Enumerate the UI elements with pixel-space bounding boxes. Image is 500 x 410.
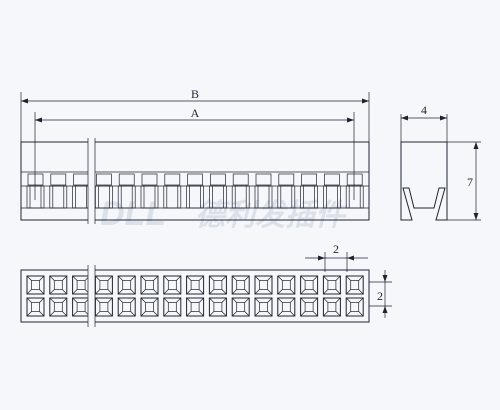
top-view-cell (186, 297, 205, 317)
top-view-cell (49, 275, 68, 295)
top-view-cell (186, 275, 205, 295)
dimension-a: A (34, 106, 355, 200)
front-view-slot (117, 173, 136, 209)
top-view: 2 2 (20, 242, 392, 327)
dimension-a-label: A (191, 106, 200, 120)
side-view: 4 7 (400, 103, 481, 221)
front-view-slot (209, 173, 227, 209)
front-view-slot (231, 173, 250, 209)
dimension-pitch-vertical-label: 2 (377, 289, 383, 303)
side-view-body (400, 141, 448, 221)
top-view-cell (140, 297, 159, 317)
top-view-cell (117, 275, 136, 295)
top-view-break-mark (87, 265, 96, 327)
top-view-cell (345, 275, 364, 295)
front-view-slot (345, 173, 364, 209)
dimension-b-label: B (191, 87, 199, 101)
front-view-slot (323, 173, 341, 209)
dimension-height-label: 7 (467, 175, 473, 189)
dimension-width: 4 (400, 103, 448, 142)
top-view-cell (208, 275, 227, 295)
front-view-slot (95, 173, 113, 209)
top-view-cell (322, 297, 341, 317)
top-view-cell (163, 297, 182, 317)
top-view-cell (300, 297, 319, 317)
front-view-break-mark (87, 138, 96, 224)
front-view-slot (300, 173, 318, 209)
top-view-cell (277, 275, 296, 295)
dimension-pitch-horizontal-label: 2 (333, 242, 339, 256)
top-view-cell (254, 297, 273, 317)
top-view-cell (26, 275, 45, 295)
top-view-cell (163, 275, 182, 295)
front-view-slot (277, 173, 296, 209)
front-view-slot (254, 173, 273, 209)
front-view-body (20, 141, 370, 221)
front-view-slot (49, 173, 68, 209)
top-view-cell (49, 297, 68, 317)
top-view-cell (94, 297, 113, 317)
top-view-cell (300, 275, 319, 295)
top-view-cell (231, 275, 250, 295)
top-view-cell (72, 275, 91, 295)
dimension-b: B (20, 87, 370, 142)
front-view-slot (26, 173, 45, 209)
front-view-slots (26, 173, 364, 209)
front-view-slot (72, 173, 90, 209)
top-view-cell (117, 297, 136, 317)
watermark-company: 德利发插件 (195, 199, 348, 232)
dimension-pitch-horizontal: 2 (305, 242, 368, 272)
front-view-slot (140, 173, 159, 209)
front-view: B A (20, 87, 370, 224)
dimension-width-label: 4 (421, 103, 427, 117)
top-view-cell (26, 297, 45, 317)
top-view-cell (254, 275, 273, 295)
top-view-cells (26, 275, 364, 317)
watermark: DLL 德利发插件 (100, 195, 348, 233)
front-view-slot (163, 173, 182, 209)
top-view-body (20, 269, 370, 323)
watermark-logo: DLL (100, 195, 166, 233)
top-view-cell (322, 275, 341, 295)
dimension-height: 7 (447, 141, 481, 221)
top-view-cell (72, 297, 91, 317)
front-view-slot (186, 173, 204, 209)
top-view-cell (277, 297, 296, 317)
top-view-cell (345, 297, 364, 317)
top-view-cell (208, 297, 227, 317)
top-view-cell (140, 275, 159, 295)
top-view-cell (94, 275, 113, 295)
top-view-cell (231, 297, 250, 317)
dimension-pitch-vertical: 2 (369, 270, 392, 318)
